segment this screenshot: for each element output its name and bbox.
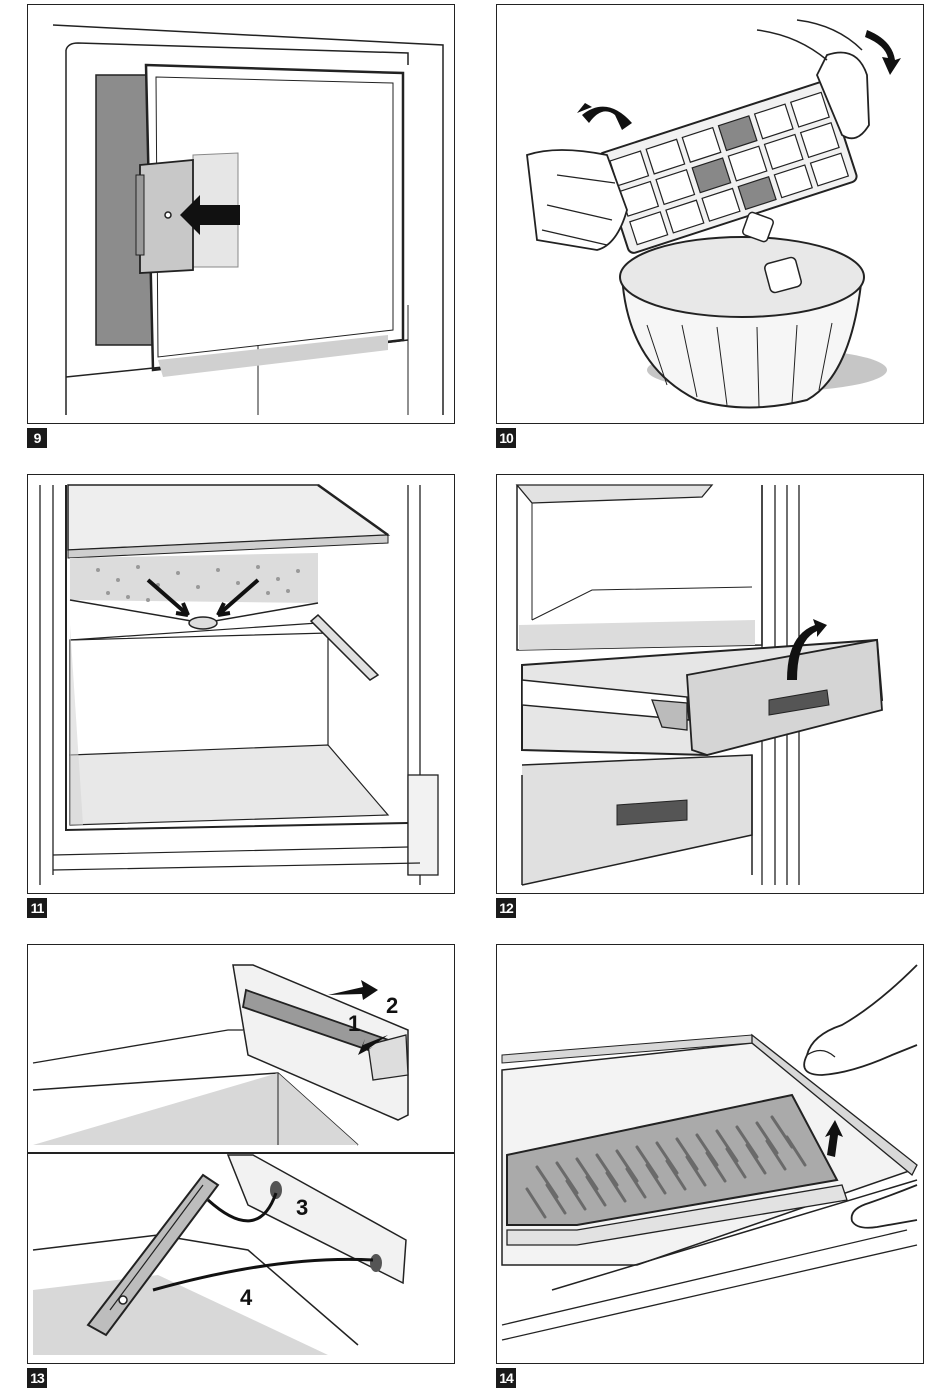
- figure-9-number: 9: [27, 428, 47, 448]
- ice-tray-illustration: [497, 5, 924, 424]
- figure-14-panel: [496, 944, 924, 1364]
- defrost-drain-illustration: [28, 475, 455, 894]
- figure-13-panel: 2 1 3 4: [27, 944, 455, 1364]
- drawer-removal-illustration: [497, 475, 924, 894]
- rail-removal-illustration: 2 1 3 4: [28, 945, 455, 1364]
- callout-4: 4: [240, 1285, 253, 1310]
- figure-10-panel: [496, 4, 924, 424]
- figure-11-number: 11: [27, 898, 47, 918]
- freezer-door-illustration: [28, 5, 455, 424]
- figure-10-number: 10: [496, 428, 516, 448]
- figure-14-number: 14: [496, 1368, 516, 1388]
- callout-1: 1: [348, 1011, 360, 1036]
- callout-3: 3: [296, 1195, 308, 1220]
- figure-12-number: 12: [496, 898, 516, 918]
- glass-shelf-illustration: [497, 945, 924, 1364]
- figure-13-number: 13: [27, 1368, 47, 1388]
- callout-2: 2: [386, 993, 398, 1018]
- figure-12-panel: [496, 474, 924, 894]
- figure-11-panel: [27, 474, 455, 894]
- figure-9-panel: [27, 4, 455, 424]
